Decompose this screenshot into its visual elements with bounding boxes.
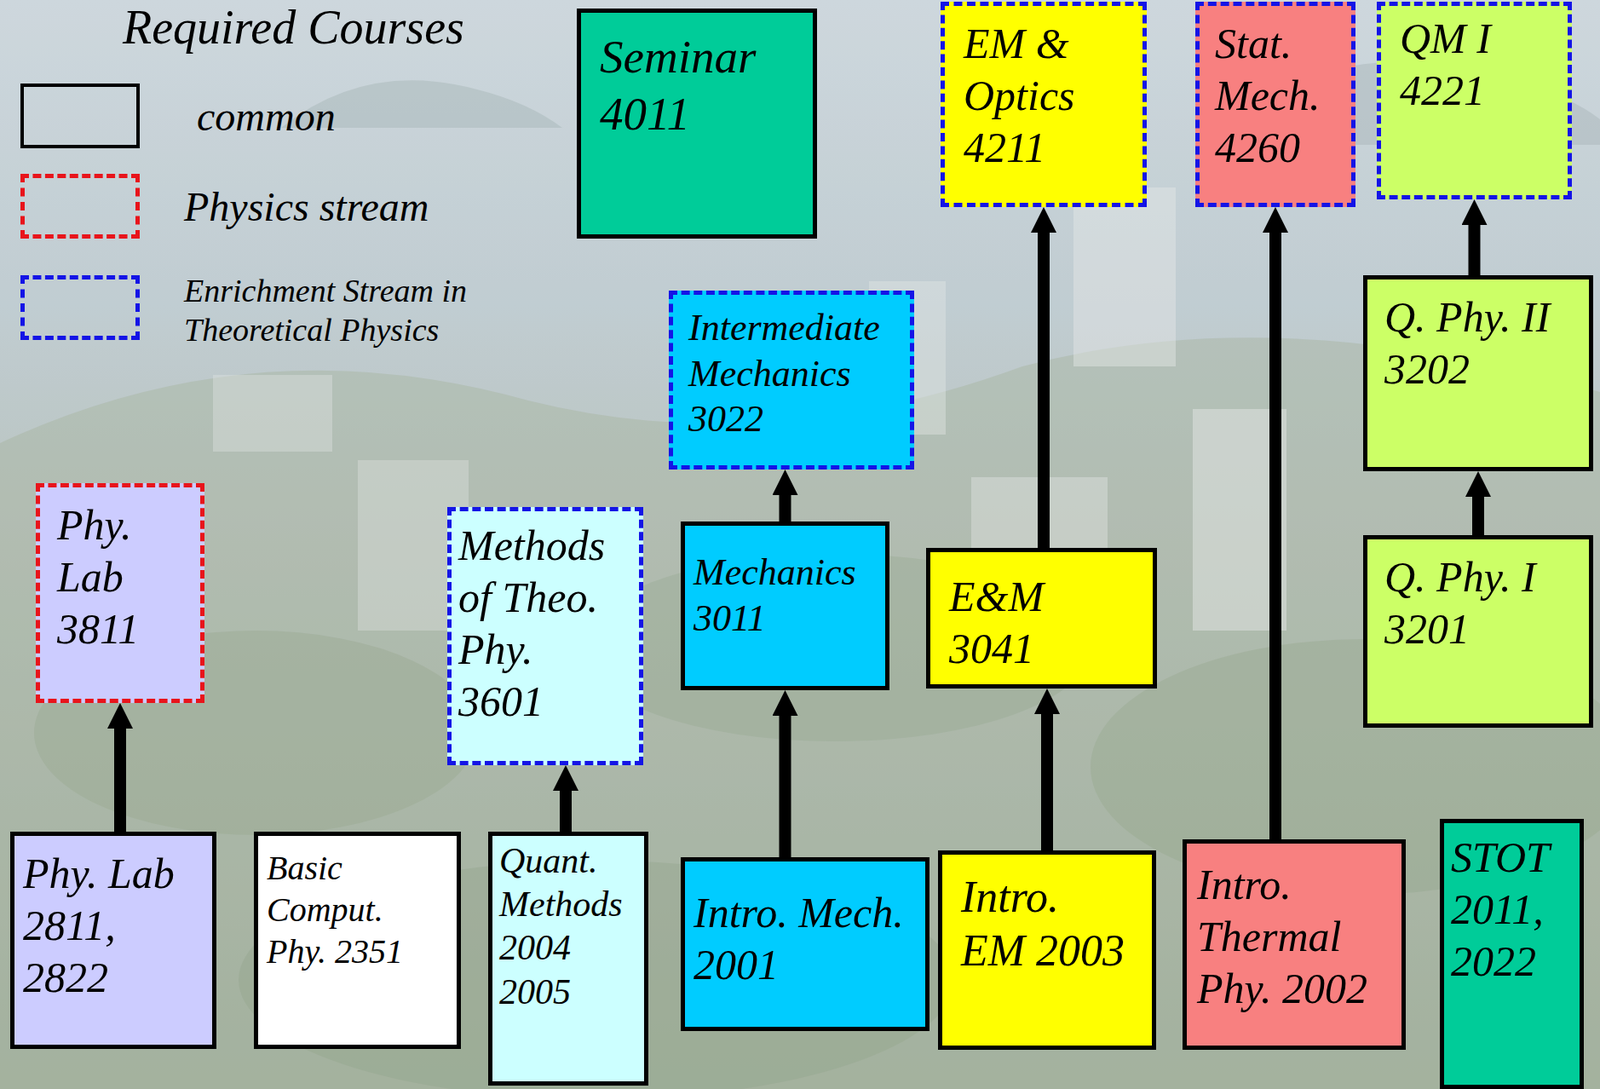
course-label: Q. Phy. II 3202	[1384, 291, 1581, 396]
course-label: Intermediate Mechanics 3022	[688, 305, 902, 443]
course-box: Quant. Methods 2004 2005	[488, 831, 649, 1086]
course-label: Quant. Methods 2004 2005	[499, 839, 636, 1014]
course-box: Q. Phy. II 3202	[1363, 275, 1594, 472]
prerequisite-arrow	[114, 728, 127, 832]
course-box: EM & Optics 4211	[940, 1, 1147, 208]
course-label: Intro. EM 2003	[961, 869, 1131, 979]
course-box: Mechanics 3011	[680, 521, 890, 691]
prerequisite-arrow	[1468, 224, 1481, 276]
course-label: EM & Optics 4211	[963, 17, 1134, 174]
legend-swatch	[20, 83, 140, 149]
course-label: QM I 4221	[1399, 12, 1537, 117]
prerequisite-arrow	[779, 494, 792, 522]
prerequisite-arrow	[779, 715, 792, 858]
course-box: Phy. Lab 2811, 2822	[10, 831, 217, 1049]
course-box: Q. Phy. I 3201	[1363, 535, 1594, 728]
course-box: Methods of Theo. Phy. 3601	[447, 506, 644, 766]
course-box: Intro. EM 2003	[938, 850, 1157, 1050]
prerequisite-arrow	[1269, 232, 1282, 840]
course-label: Methods of Theo. Phy. 3601	[458, 519, 625, 728]
course-label: Q. Phy. I 3201	[1384, 551, 1581, 656]
course-label: Phy. Lab 3811	[57, 499, 168, 656]
legend-swatch	[20, 173, 140, 239]
legend-label: Physics stream	[184, 182, 551, 233]
course-label: E&M 3041	[949, 570, 1103, 675]
course-label: Seminar 4011	[599, 28, 805, 143]
prerequisite-arrow	[559, 790, 572, 832]
course-label: STOT 2011, 2022	[1450, 831, 1571, 988]
course-box: Intermediate Mechanics 3022	[668, 290, 915, 470]
course-box: Intro. Mech. 2001	[680, 857, 930, 1031]
course-box: QM I 4221	[1376, 1, 1572, 200]
legend-swatch	[20, 275, 140, 340]
course-box: STOT 2011, 2022	[1439, 818, 1584, 1089]
prerequisite-arrow	[1037, 232, 1050, 548]
course-box: Stat. Mech. 4260	[1195, 1, 1356, 208]
course-box: Phy. Lab 3811	[35, 483, 205, 703]
course-label: Basic Comput. Phy. 2351	[266, 847, 438, 973]
course-label: Mechanics 3011	[693, 549, 877, 641]
course-label: Intro. Mech. 2001	[693, 886, 917, 991]
course-label: Intro. Thermal Phy. 2002	[1197, 858, 1393, 1015]
legend-label: Enrichment Stream in Theoretical Physics	[184, 270, 551, 351]
course-label: Stat. Mech. 4260	[1214, 17, 1343, 174]
diagram-title: Required Courses	[122, 0, 465, 55]
course-box: E&M 3041	[926, 547, 1157, 689]
course-label: Phy. Lab 2811, 2822	[23, 847, 194, 1004]
course-box: Intro. Thermal Phy. 2002	[1182, 839, 1406, 1050]
course-box: Basic Comput. Phy. 2351	[253, 831, 461, 1049]
prerequisite-arrow	[1472, 496, 1485, 536]
legend-label: common	[196, 92, 555, 143]
prerequisite-arrow	[1041, 713, 1054, 851]
course-box: Seminar 4011	[576, 8, 818, 239]
